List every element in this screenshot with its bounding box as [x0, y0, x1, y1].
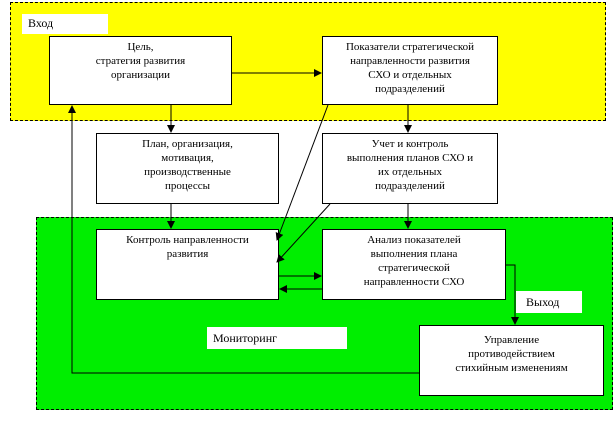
input-zone-label: Вход: [22, 14, 108, 34]
monitoring-zone-label: Мониторинг: [207, 327, 347, 349]
accounting-box: Учет и контроль выполнения планов СХО и …: [322, 133, 498, 204]
arrow-indicators-to-control: [275, 104, 329, 241]
output-label: Выход: [516, 291, 582, 313]
goal-box: Цель, стратегия развития организации: [49, 36, 232, 105]
planning-box: План, организация, мотивация, производст…: [96, 133, 279, 204]
indicators-box: Показатели стратегической направленности…: [322, 36, 498, 105]
arrow-analysis-to-management: [506, 264, 519, 325]
control-box: Контроль направленности развития: [96, 229, 279, 300]
arrow-accounting-to-control: [276, 203, 331, 263]
management-box: Управление противодействием стихийным из…: [419, 325, 604, 396]
analysis-box: Анализ показателей выполнения плана стра…: [322, 229, 506, 300]
arrow-feedback-to-goal: [68, 105, 419, 374]
